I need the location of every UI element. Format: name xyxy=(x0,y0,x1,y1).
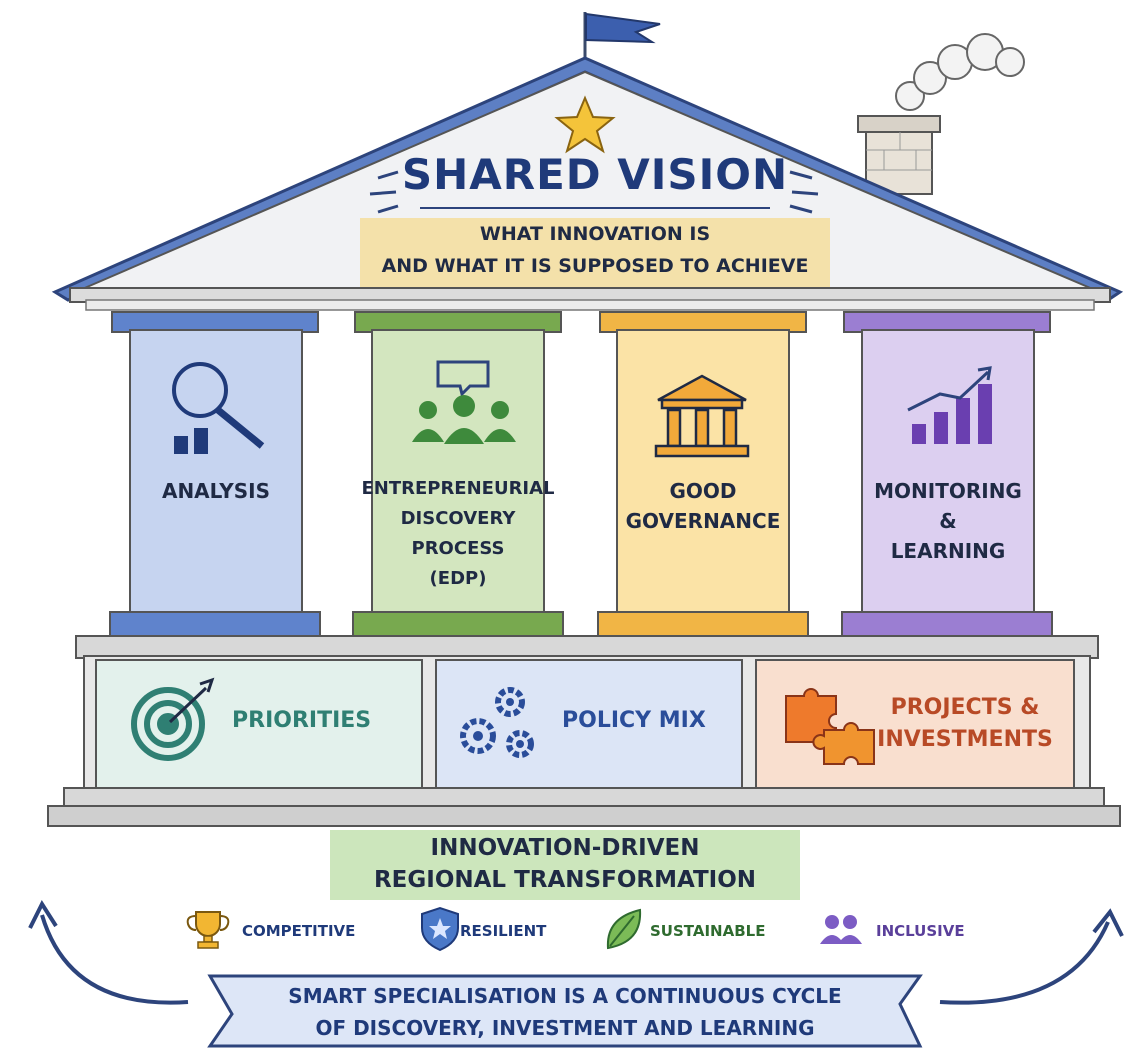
banner-ribbon xyxy=(207,974,923,1048)
box-label-line: POLICY MIX xyxy=(562,708,706,733)
value-label-resilient: RESILIENT xyxy=(460,922,547,940)
gears-icon xyxy=(460,687,534,758)
pillar-label-line: MONITORING xyxy=(874,479,1022,503)
box-priorities xyxy=(95,659,423,789)
institution-building-icon xyxy=(654,374,750,458)
box-label-policy-mix: POLICY MIX xyxy=(562,708,706,733)
vision-subtitle-line-1: WHAT INNOVATION IS xyxy=(479,223,711,245)
flag-icon xyxy=(583,12,661,58)
pillar-label-edp: ENTREPRENEURIAL DISCOVERY PROCESS (EDP) xyxy=(356,474,560,594)
vision-subtitle: WHAT INNOVATION IS AND WHAT IT IS SUPPOS… xyxy=(365,218,825,282)
box-label-line: INVESTMENTS xyxy=(877,727,1053,752)
shared-vision-title: SHARED VISION xyxy=(401,150,789,199)
foundation-line-1: INNOVATION-DRIVEN xyxy=(430,835,700,861)
box-label-line: PROJECTS & xyxy=(890,695,1040,720)
puzzle-pieces-icon xyxy=(785,688,875,765)
pillar-label-line: GOOD xyxy=(669,479,737,503)
pillar-label-line: GOVERNANCE xyxy=(625,509,781,533)
roof xyxy=(51,56,1124,311)
pillar-label-monitoring: MONITORING & LEARNING xyxy=(862,476,1034,566)
value-label-inclusive: INCLUSIVE xyxy=(876,922,965,940)
pillar-label-line: & xyxy=(939,509,957,533)
foundation-title: INNOVATION-DRIVEN REGIONAL TRANSFORMATIO… xyxy=(345,832,785,896)
chimney-icon xyxy=(857,115,941,195)
value-label-competitive: COMPETITIVE xyxy=(242,922,356,940)
magnifier-bar-chart-icon xyxy=(172,362,265,454)
foundation-band xyxy=(330,830,800,900)
people-speech-bubble-icon xyxy=(412,360,516,444)
banner-line-2: OF DISCOVERY, INVESTMENT AND LEARNING xyxy=(315,1016,815,1040)
pillar-monitoring xyxy=(841,311,1053,637)
title-accent-marks xyxy=(369,170,819,214)
box-label-line: PRIORITIES xyxy=(232,708,372,733)
pillar-label-line: PROCESS xyxy=(411,538,505,559)
pillar-governance xyxy=(597,311,809,637)
shield-icon xyxy=(421,906,459,952)
gears-icon-hubs xyxy=(473,698,524,748)
star-icon xyxy=(554,95,616,154)
leaf-icon xyxy=(606,908,642,950)
trophy-icon xyxy=(186,911,230,949)
pillar-label-line: LEARNING xyxy=(890,539,1006,563)
pillar-label-line: ENTREPRENEURIAL xyxy=(361,478,555,499)
pillar-analysis xyxy=(109,311,321,637)
cycle-arrow-left-icon xyxy=(28,899,189,1005)
pillar-label-line: (EDP) xyxy=(429,568,487,589)
box-label-projects: PROJECTS & INVESTMENTS xyxy=(870,692,1060,756)
pillar-label-analysis: ANALYSIS xyxy=(130,476,302,506)
banner-line-1: SMART SPECIALISATION IS A CONTINUOUS CYC… xyxy=(288,984,842,1008)
smoke-icon xyxy=(895,33,1025,111)
banner-text: SMART SPECIALISATION IS A CONTINUOUS CYC… xyxy=(240,980,890,1044)
pillar-label-line: ANALYSIS xyxy=(161,479,271,503)
foundation-line-2: REGIONAL TRANSFORMATION xyxy=(373,867,757,893)
box-label-priorities: PRIORITIES xyxy=(232,708,371,733)
pillar-edp xyxy=(352,311,564,637)
cycle-arrow-right-icon xyxy=(939,908,1124,1005)
target-arrow-icon xyxy=(131,677,215,761)
value-label-sustainable: SUSTAINABLE xyxy=(650,922,766,940)
people-icon xyxy=(820,915,862,944)
vision-subtitle-line-2: AND WHAT IT IS SUPPOSED TO ACHIEVE xyxy=(381,255,809,277)
pillar-label-governance: GOOD GOVERNANCE xyxy=(617,476,789,536)
pillar-label-line: DISCOVERY xyxy=(400,508,516,529)
box-policy-mix xyxy=(435,659,743,789)
rising-bar-chart-icon xyxy=(907,366,992,444)
